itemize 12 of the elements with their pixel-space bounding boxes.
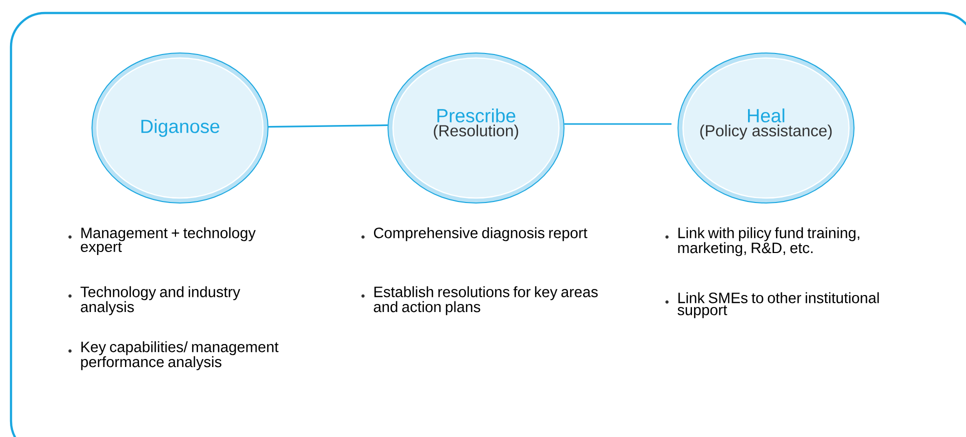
bullet-text: Management + technology expert — [80, 227, 256, 255]
connector-line — [564, 123, 672, 125]
connector-line — [268, 124, 388, 128]
ellipse-node: Heal (Policy assistance) — [678, 52, 854, 204]
bullet-text: Comprehensive diagnosis report — [374, 227, 588, 242]
bullet-text: Link SMEs to other institutional support — [678, 292, 879, 318]
ellipse-node: Diganose — [92, 52, 268, 204]
ellipse-node: Prescribe (Resolution) — [388, 52, 564, 204]
bullet-text: Key capabilities/ management performance analysis — [81, 341, 278, 370]
bullet-text: Technology and industry analysis — [80, 286, 240, 316]
bullet-text: Establish resolutions for key areas and action plans — [374, 286, 598, 316]
bullet-text: Link with pilicy fund training, marketing, R&D, etc. — [678, 227, 860, 256]
